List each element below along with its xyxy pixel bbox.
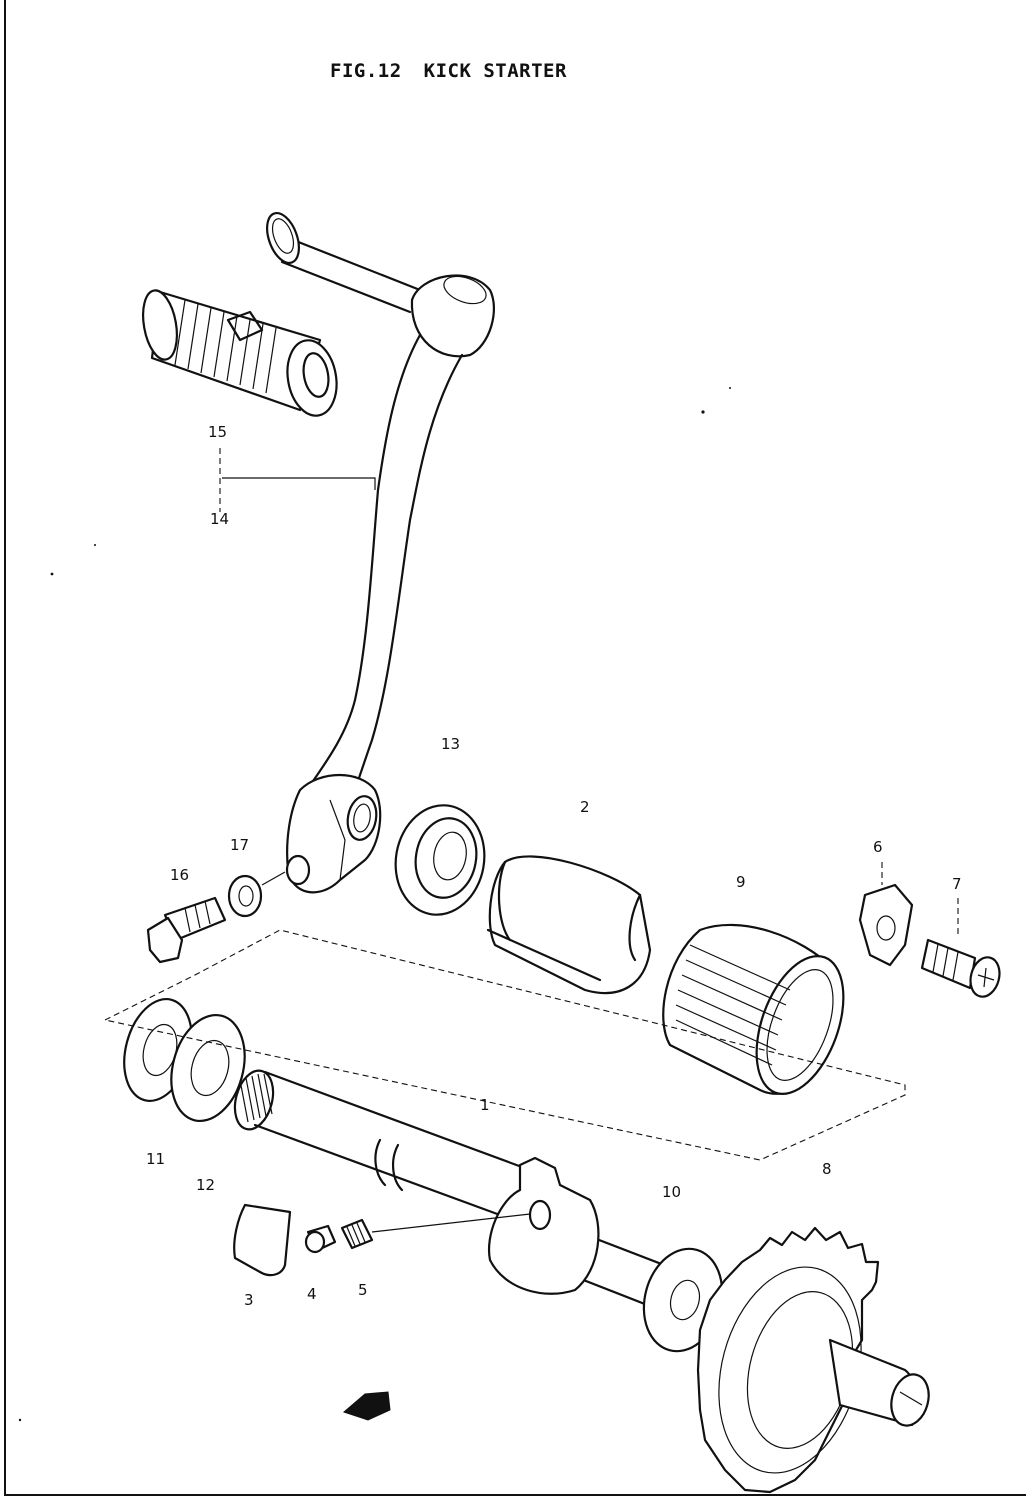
kick-pawl — [233, 1203, 292, 1277]
callout-1: 1 — [480, 1096, 490, 1114]
stopper-plate — [858, 883, 914, 967]
pawl-spring — [340, 1213, 531, 1250]
kick-gear — [696, 1226, 930, 1494]
figure-name: KICK STARTER — [423, 60, 567, 82]
callout-2: 2 — [580, 798, 590, 816]
stopper-screw — [920, 938, 1001, 998]
kick-shaft — [233, 1069, 692, 1312]
callout-8: 8 — [822, 1160, 832, 1178]
pawl-pin — [304, 1224, 337, 1254]
kick-lever — [266, 212, 495, 894]
callout-5: 5 — [358, 1281, 368, 1299]
callout-14: 14 — [210, 510, 230, 528]
figure-title: FIG.12 KICK STARTER — [330, 60, 567, 82]
callout-16: 16 — [170, 866, 190, 884]
callout-17: 17 — [230, 836, 250, 854]
assembly-outline — [103, 929, 906, 1161]
front-arrow-icon — [343, 1391, 391, 1421]
callout-11: 11 — [146, 1150, 166, 1168]
lock-washer — [227, 874, 263, 918]
page-border — [4, 0, 1026, 1496]
oil-seal — [394, 804, 486, 916]
pawl-boss — [487, 1156, 600, 1295]
callout-9: 9 — [736, 873, 746, 891]
spring-guide — [486, 855, 652, 995]
callout-3: 3 — [244, 1291, 254, 1309]
callout-15: 15 — [208, 423, 228, 441]
clamp-bolt — [146, 896, 227, 964]
callout-10: 10 — [662, 1183, 682, 1201]
callout-13: 13 — [441, 735, 461, 753]
callout-4: 4 — [307, 1285, 317, 1303]
leader-lines — [219, 448, 959, 935]
footpeg-rubber — [142, 289, 338, 417]
return-spring — [662, 923, 845, 1095]
thrust-washers — [123, 997, 246, 1123]
callout-12: 12 — [196, 1176, 216, 1194]
figure-number: FIG.12 — [330, 60, 402, 82]
callout-6: 6 — [873, 838, 883, 856]
scan-specks — [18, 387, 731, 1422]
callout-7: 7 — [952, 875, 962, 893]
